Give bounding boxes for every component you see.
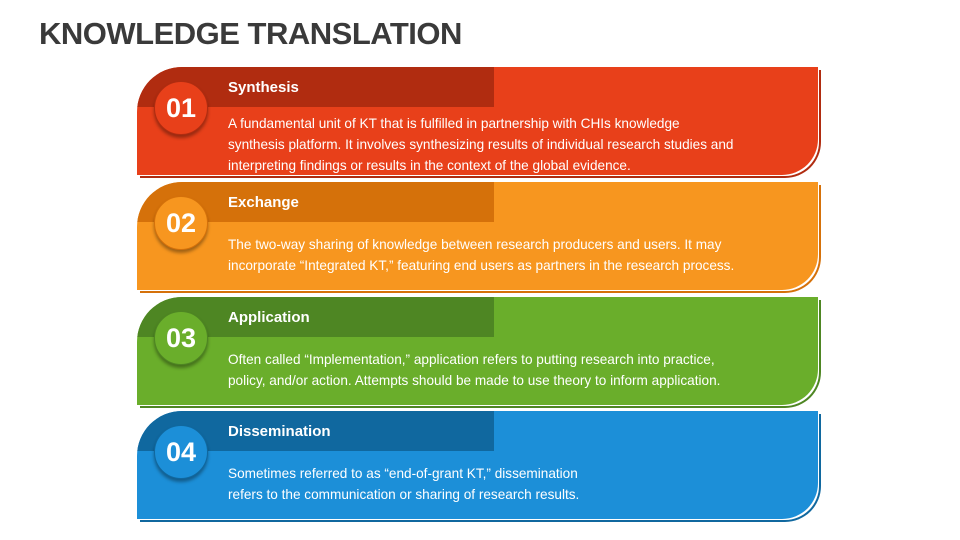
card-outline [140, 185, 821, 293]
description-line: Often called “Implementation,” applicati… [228, 352, 715, 367]
step-description: A fundamental unit of KT that is fulfill… [228, 113, 733, 176]
step-title: Exchange [228, 194, 299, 211]
card-outline [140, 70, 821, 178]
description-line: policy, and/or action. Attempts should b… [228, 373, 721, 388]
step-number-badge: 04 [154, 425, 208, 479]
card-outline [140, 414, 821, 522]
step-title: Synthesis [228, 79, 299, 96]
step-number-badge: 01 [154, 81, 208, 135]
slide-title: KNOWLEDGE TRANSLATION [39, 16, 462, 51]
step-card-02: 02 Exchange The two-way sharing of knowl… [137, 182, 821, 293]
step-card-01: 01 Synthesis A fundamental unit of KT th… [137, 67, 821, 178]
card-outline [140, 300, 821, 408]
step-card-03: 03 Application Often called “Implementat… [137, 297, 821, 408]
description-line: A fundamental unit of KT that is fulfill… [228, 116, 680, 131]
description-line: synthesis platform. It involves synthesi… [228, 137, 734, 152]
step-description: Often called “Implementation,” applicati… [228, 349, 720, 391]
step-title: Dissemination [228, 423, 331, 440]
step-number-badge: 02 [154, 196, 208, 250]
description-line: interpreting findings or results in the … [228, 158, 631, 173]
step-title: Application [228, 309, 310, 326]
description-line: Sometimes referred to as “end-of-grant K… [228, 466, 578, 481]
step-description: Sometimes referred to as “end-of-grant K… [228, 463, 579, 505]
step-number-badge: 03 [154, 311, 208, 365]
step-card-04: 04 Dissemination Sometimes referred to a… [137, 411, 821, 522]
description-line: The two-way sharing of knowledge between… [228, 237, 722, 252]
step-description: The two-way sharing of knowledge between… [228, 234, 734, 276]
description-line: incorporate “Integrated KT,” featuring e… [228, 258, 735, 273]
description-line: refers to the communication or sharing o… [228, 487, 580, 502]
